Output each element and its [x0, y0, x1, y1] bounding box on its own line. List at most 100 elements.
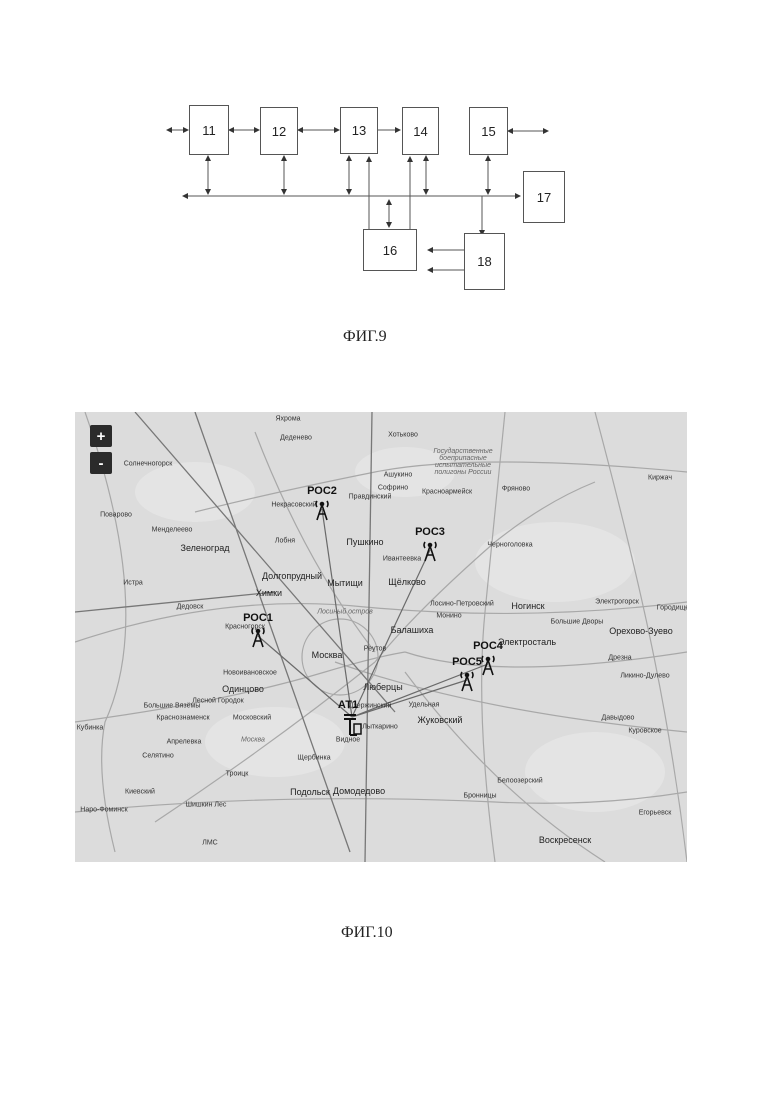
place-label: Давыдово	[602, 715, 635, 722]
station-label: РОС3	[415, 526, 445, 538]
block-label: 12	[272, 124, 286, 139]
place-label: Бронницы	[463, 793, 496, 800]
block-18: 18	[464, 233, 505, 290]
block-13: 13	[340, 107, 378, 154]
station-label: РОС1	[243, 612, 273, 624]
radio-tower-icon[interactable]	[250, 626, 266, 648]
terminal-icon[interactable]	[341, 711, 363, 737]
place-label: Лосиный остров	[317, 609, 373, 616]
place-label: Некрасовский	[271, 502, 316, 509]
place-label: Ивантеевка	[383, 556, 421, 563]
place-label: Правдинский	[349, 494, 392, 501]
place-label: Люберцы	[363, 682, 402, 692]
place-label: Одинцово	[222, 684, 264, 694]
place-label: Красноармейск	[422, 489, 472, 496]
block-label: 11	[202, 123, 216, 138]
place-label: Подольск	[290, 787, 330, 797]
place-label: Куровское	[628, 728, 661, 735]
place-label: Наро-Фоминск	[80, 807, 127, 814]
place-label: Лыткарино	[362, 724, 398, 731]
block-12: 12	[260, 107, 298, 155]
station-label: РОС2	[307, 485, 337, 497]
place-label: Шишкин Лес	[186, 802, 227, 809]
block-17: 17	[523, 171, 565, 223]
place-label: Менделеево	[152, 527, 193, 534]
place-label: Орехово-Зуево	[609, 626, 672, 636]
figure-9-caption: ФИГ.9	[343, 328, 387, 346]
place-label: Московский	[233, 715, 271, 722]
place-label: Истра	[123, 580, 143, 587]
radio-tower-icon[interactable]	[314, 499, 330, 521]
block-label: 16	[383, 243, 397, 258]
place-label: Егорьевск	[639, 810, 672, 817]
place-label: Зеленоград	[181, 543, 230, 553]
place-label: Москва	[241, 737, 265, 744]
place-label: Лосино-Петровский	[430, 601, 494, 608]
block-label: 15	[481, 124, 495, 139]
place-label: Щербинка	[297, 755, 330, 762]
place-label: Домодедово	[333, 786, 385, 796]
place-label: Жуковский	[418, 715, 463, 725]
figure-10-caption: ФИГ.10	[341, 924, 393, 942]
place-label: Большие Дворы	[551, 619, 604, 626]
diagram-connectors	[0, 0, 780, 320]
place-label: ЛМС	[202, 840, 217, 847]
place-label: Ликино-Дулево	[620, 673, 669, 680]
place-label: Кубинка	[77, 725, 104, 732]
place-label: Киевский	[125, 789, 155, 796]
block-label: 13	[352, 123, 366, 138]
place-label: Долгопрудный	[262, 571, 322, 581]
place-label: Реутов	[364, 646, 386, 653]
block-diagram: 11 12 13 14 15 16 17 18	[0, 0, 780, 320]
place-label: Киржач	[648, 475, 672, 482]
zoom-out-button[interactable]: -	[90, 452, 112, 474]
place-label: Дедовск	[177, 604, 204, 611]
radio-tower-icon[interactable]	[480, 654, 496, 676]
place-label: Новоивановское	[223, 670, 277, 677]
place-label: Белоозерский	[497, 778, 542, 785]
place-label: Химки	[256, 588, 282, 598]
map[interactable]: + - ЯхромаДеденевоСолнечногорскПоваровоН…	[75, 412, 687, 862]
place-label: Софрино	[378, 485, 408, 492]
place-label: Хотьково	[388, 432, 418, 439]
place-label: Мытищи	[327, 578, 363, 588]
place-label: Балашиха	[391, 625, 434, 635]
terminal-label: АТ1	[338, 699, 358, 711]
place-label: Троицк	[226, 771, 249, 778]
block-11: 11	[189, 105, 229, 155]
place-label: Краснознаменск	[156, 715, 209, 722]
place-label: Деденево	[280, 435, 312, 442]
place-label: Москва	[312, 650, 343, 660]
place-label: Монино	[436, 613, 461, 620]
radio-tower-icon[interactable]	[422, 540, 438, 562]
place-label: Электросталь	[498, 637, 556, 647]
place-label: Щёлково	[388, 577, 425, 587]
place-label: Фряново	[502, 486, 530, 493]
block-14: 14	[402, 107, 439, 155]
place-label: Видное	[336, 737, 360, 744]
place-label: Черноголовка	[487, 542, 532, 549]
place-label: Воскресенск	[539, 835, 591, 845]
block-15: 15	[469, 107, 508, 155]
place-label: Солнечногорск	[124, 461, 173, 468]
place-label: Ногинск	[511, 601, 544, 611]
zoom-in-button[interactable]: +	[90, 425, 112, 447]
place-label: Лобня	[275, 538, 295, 545]
place-label: Лесной Городок	[192, 698, 244, 705]
block-label: 14	[413, 124, 427, 139]
block-label: 18	[477, 254, 491, 269]
place-label: Государственные боеприпасные испытательн…	[428, 448, 498, 476]
place-label: Яхрома	[275, 416, 300, 423]
place-label: Дрезна	[608, 655, 631, 662]
place-label: Поварово	[100, 512, 132, 519]
place-label: Городище	[657, 605, 687, 612]
radio-tower-icon[interactable]	[459, 670, 475, 692]
place-label: Удельная	[409, 702, 440, 709]
place-label: Пушкино	[346, 537, 383, 547]
place-label: Апрелевка	[167, 739, 202, 746]
place-label: Ашукино	[384, 472, 413, 479]
block-16: 16	[363, 229, 417, 271]
station-label: РОС5	[452, 656, 482, 668]
block-label: 17	[537, 190, 551, 205]
place-label: Селятино	[142, 753, 173, 760]
